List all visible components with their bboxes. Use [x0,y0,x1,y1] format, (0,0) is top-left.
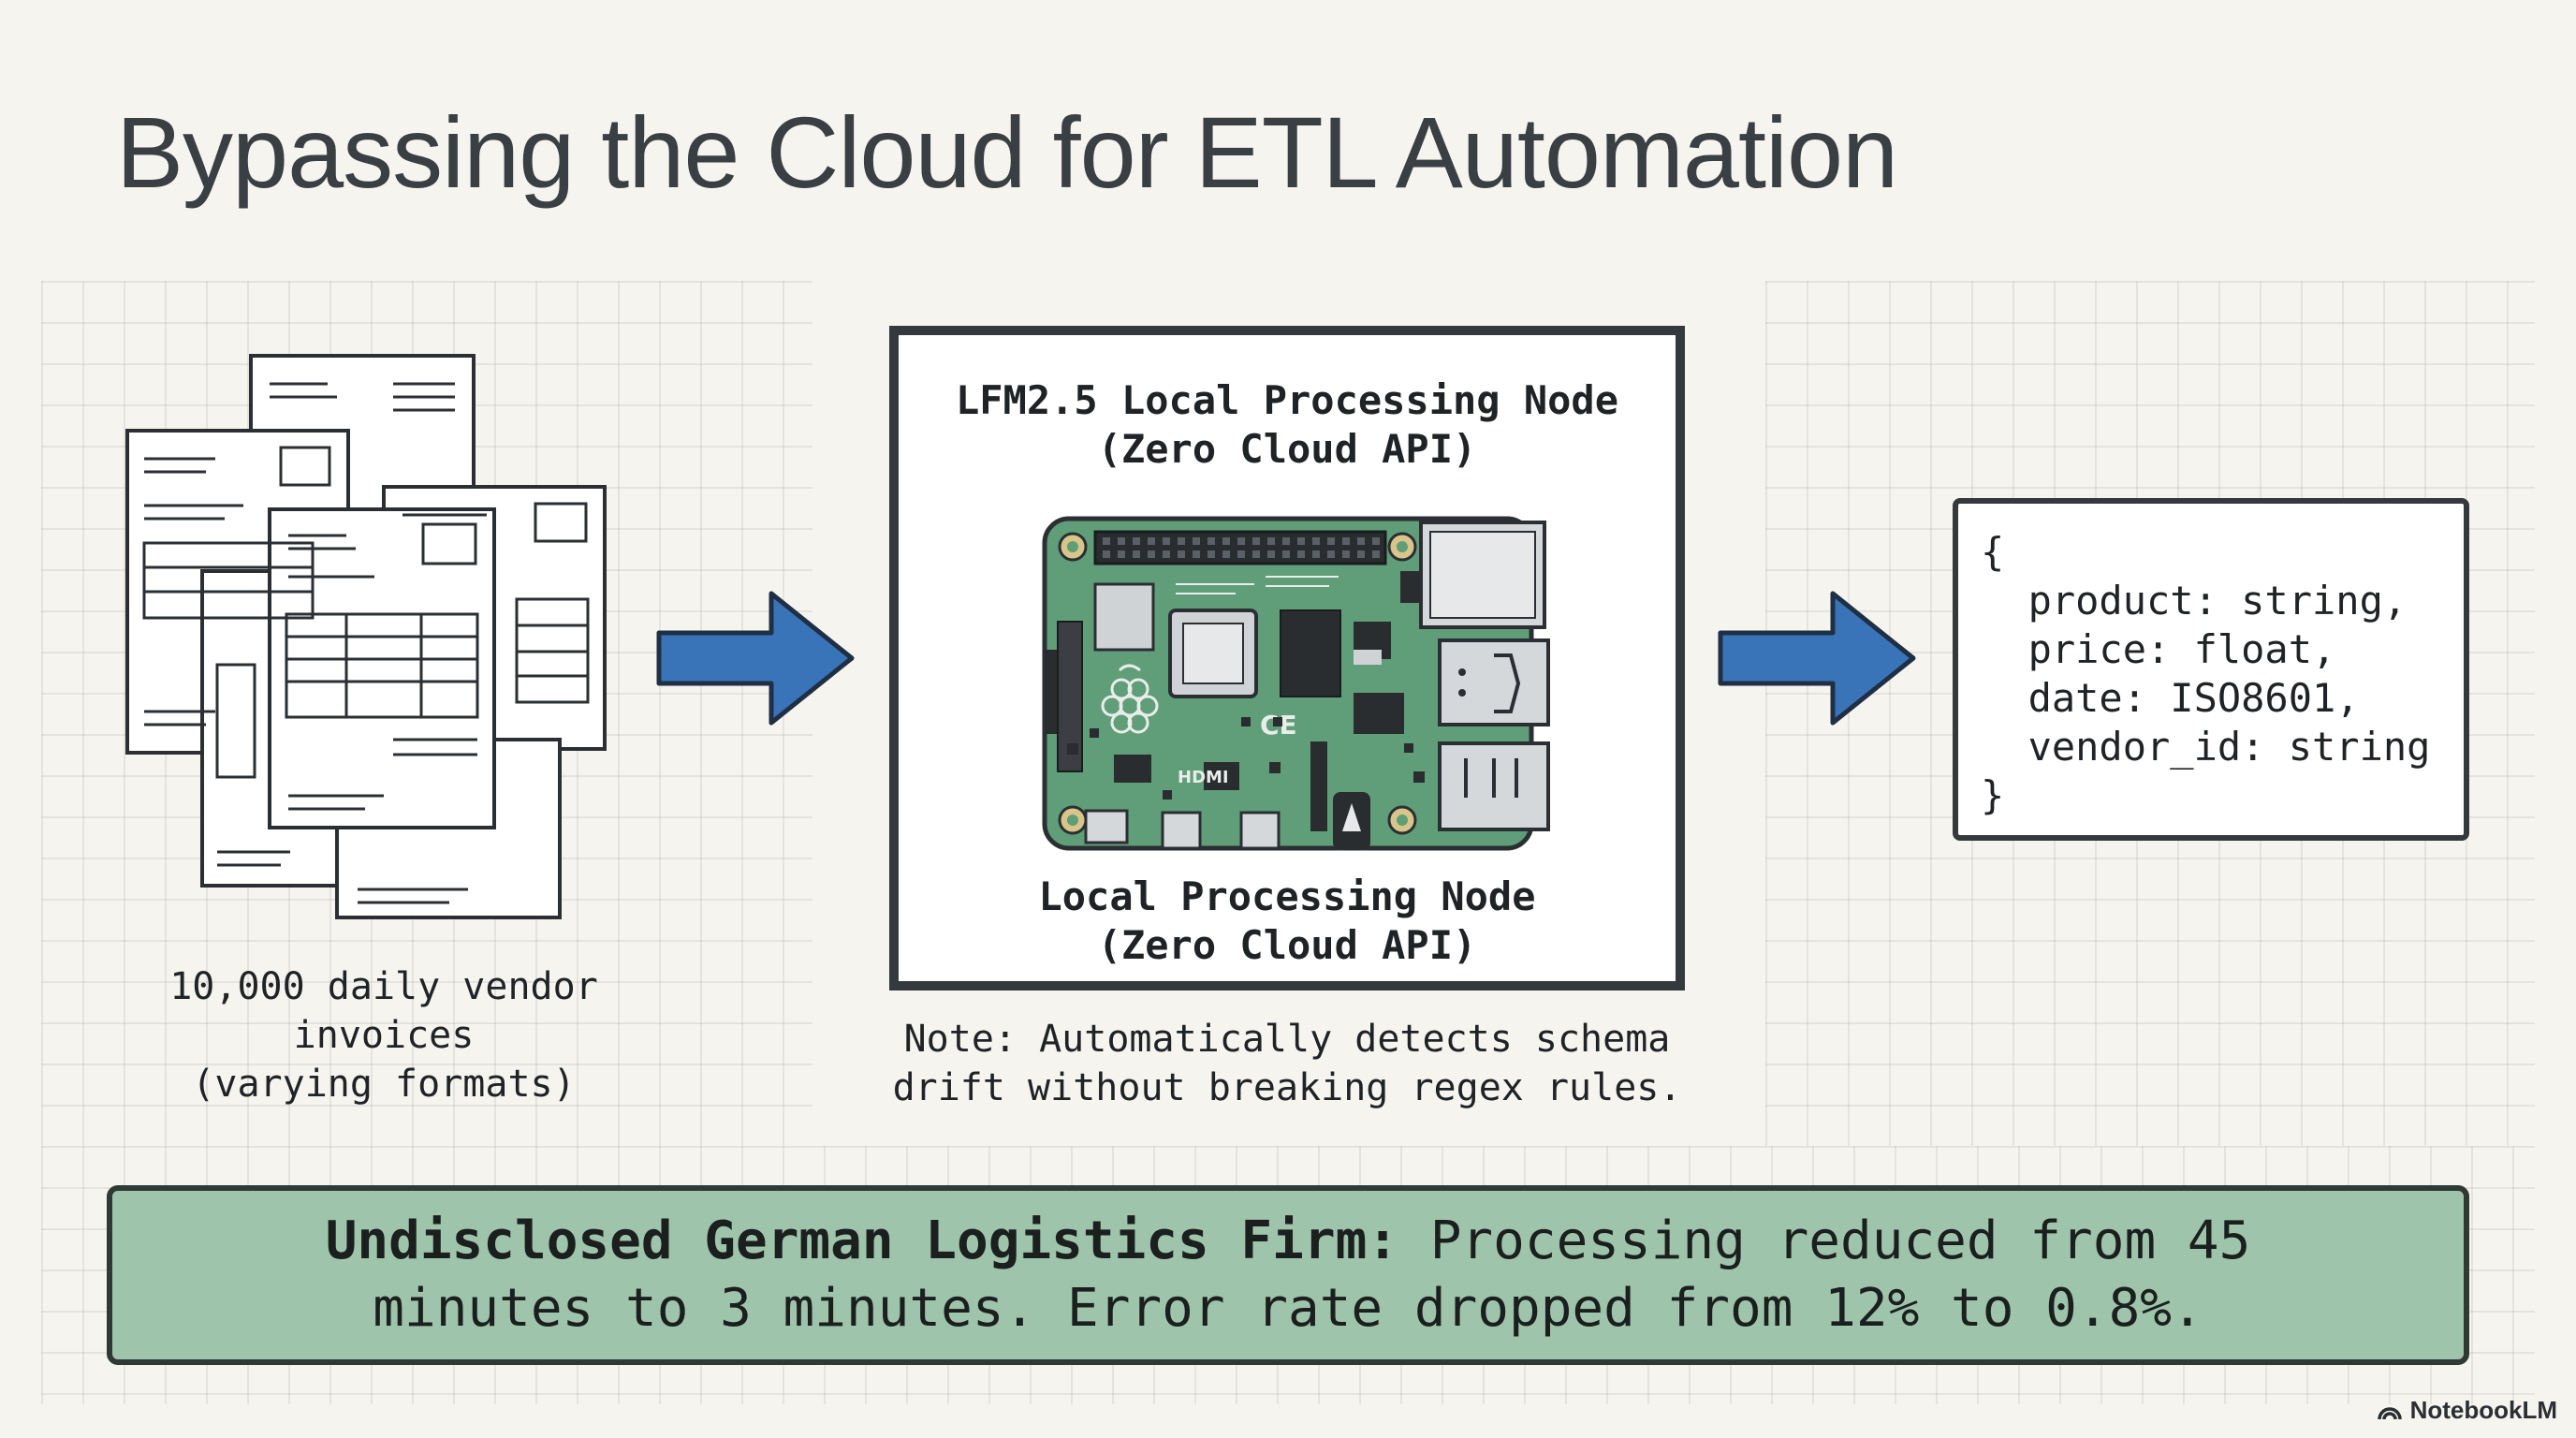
page-title: Bypassing the Cloud for ETL Automation [116,95,1898,209]
invoice-stack-illustration [125,354,607,919]
input-caption: 10,000 daily vendor invoices (varying fo… [169,965,598,1106]
node-title: LFM2.5 Local Processing Node (Zero Cloud… [955,377,1618,472]
arrow-right-icon [1718,591,1916,726]
schema-line: { [1981,529,2005,575]
schema-line: date: ISO8601, [1981,675,2360,721]
schema-line: product: string, [1981,578,2408,624]
schema-line: price: float, [1981,626,2336,672]
processing-node-box: LFM2.5 Local Processing Node (Zero Cloud… [889,326,1685,990]
brand-name: NotebookLM [2409,1396,2557,1424]
node-note: Note: Automatically detects schema drift… [892,1018,1682,1109]
banner-text: Undisclosed German Logistics Firm: Proce… [212,1208,2364,1343]
banner-label: Undisclosed German Logistics Firm: [325,1211,1398,1271]
banner-body: Processing reduced from 45 minutes to 3 … [373,1211,2251,1339]
arrow-right-icon [656,591,855,726]
schema-line: } [1981,772,2005,818]
circuit-board-illustration: CE HDMI [1042,516,1550,851]
node-subtitle: Local Processing Node (Zero Cloud API) [1038,873,1536,968]
raspberry-logo-icon [1101,664,1159,734]
schema-output-box: { product: string, price: float, date: I… [1953,498,2469,841]
results-banner: Undisclosed German Logistics Firm: Proce… [107,1185,2469,1365]
notebooklm-logo-icon [2377,1406,2402,1419]
brand-watermark: NotebookLM [2377,1396,2557,1425]
schema-line: vendor_id: string [1981,724,2431,770]
hdmi-label: HDMI [1178,768,1229,787]
